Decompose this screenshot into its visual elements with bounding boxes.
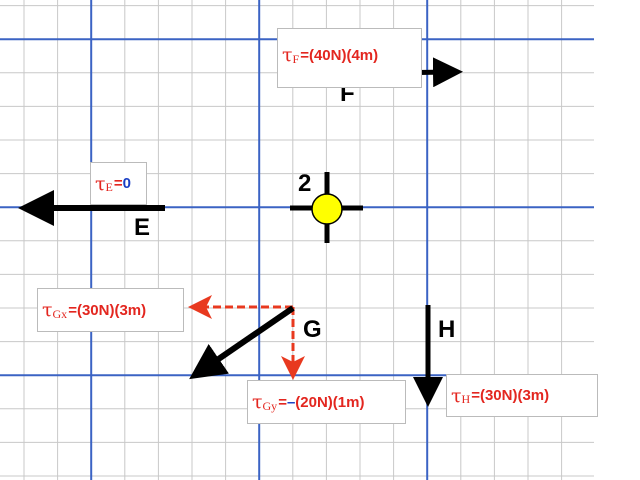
tau-subscript: Gy <box>262 398 278 413</box>
torque-expression: =(30N)(3m) <box>471 387 550 404</box>
tau-subscript: H <box>461 392 471 406</box>
tau-symbol: τ <box>95 172 106 195</box>
tau-symbol: τ <box>282 44 293 66</box>
torque-expression: (20N)(1m) <box>295 393 365 411</box>
tau-symbol: τ <box>252 391 263 413</box>
label-g: G <box>303 316 322 343</box>
torque-value: 0 <box>122 175 131 192</box>
torque-expression: =(40N)(4m) <box>300 46 379 64</box>
tau-symbol: τ <box>451 384 462 407</box>
equals: = <box>113 175 123 192</box>
tau-subscript: Gx <box>52 306 68 321</box>
tau-subscript: E <box>105 180 113 194</box>
tau-symbol: τ <box>42 299 53 321</box>
label-e: E <box>134 214 151 241</box>
tau-subscript: F <box>292 51 300 66</box>
equals: = <box>278 393 287 411</box>
pivot-point <box>311 193 343 225</box>
label-h: H <box>438 316 456 343</box>
pivot-label: 2 <box>298 170 312 197</box>
force-arrow-g <box>189 305 295 380</box>
torque-expression: =(30N)(3m) <box>68 301 147 319</box>
minus-sign: – <box>286 393 296 411</box>
